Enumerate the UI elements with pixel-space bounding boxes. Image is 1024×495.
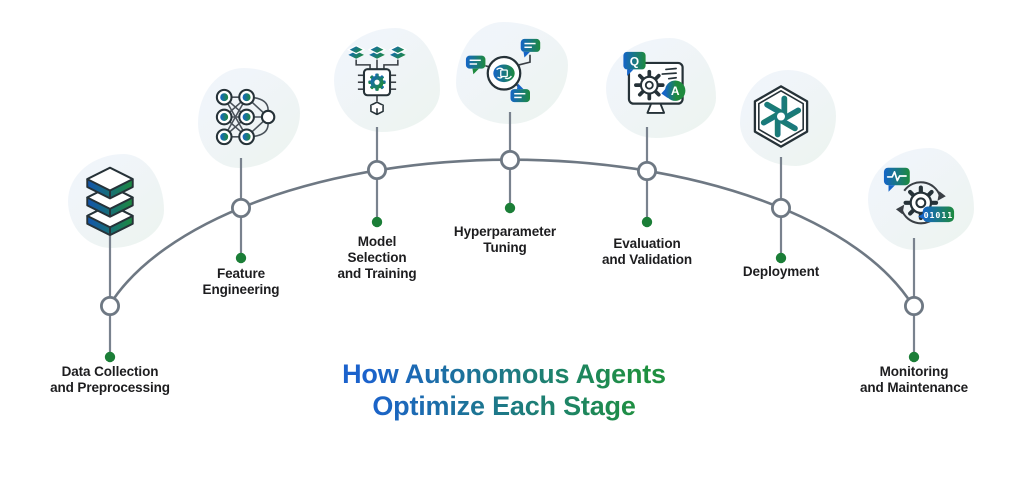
monitoring-gear-icon: 01011	[883, 167, 955, 225]
stage-label-data-collection: Data Collection and Preprocessing	[50, 364, 170, 396]
binary-glyph: 01011	[924, 210, 954, 220]
ai-hexagon-icon	[753, 85, 809, 148]
ai-chip-icon	[346, 45, 408, 116]
stage-label-hyperparameter-tuning: Hyperparameter Tuning	[453, 224, 557, 256]
stage-dots	[104, 202, 920, 363]
qa-monitor-icon: Q A	[623, 51, 686, 114]
brain-chat-icon	[465, 38, 541, 103]
page-title: How Autonomous Agents Optimize Each Stag…	[342, 359, 666, 422]
question-glyph: Q	[630, 55, 639, 69]
stage-label-deployment: Deployment	[742, 264, 820, 279]
stage-label-model-selection: Model Selection and Training	[337, 234, 417, 282]
answer-glyph: A	[671, 84, 680, 98]
neural-network-icon	[215, 88, 276, 146]
stage-label-feature-engineering: Feature Engineering	[202, 266, 280, 298]
stage-label-monitoring-maintenance: Monitoring and Maintenance	[859, 364, 969, 396]
stage-label-evaluation-validation: Evaluation and Validation	[601, 236, 693, 268]
timeline-node-circles	[100, 149, 925, 316]
data-layers-icon	[86, 166, 134, 236]
